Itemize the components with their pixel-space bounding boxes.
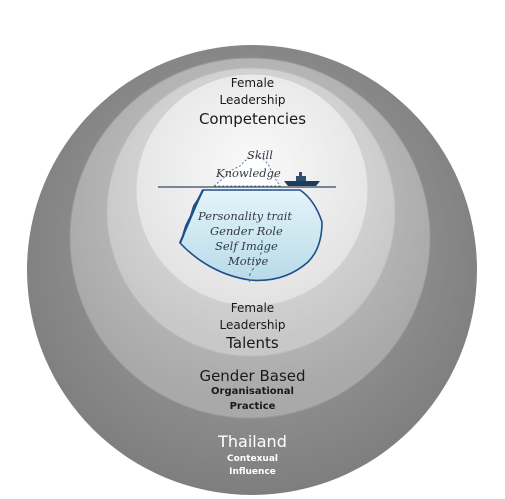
talents-ring-label-line3: Talents [0, 334, 505, 352]
outer-ring-line1: Contexual [0, 454, 505, 464]
iceberg-label-skill: Skill [247, 148, 273, 162]
outer-ring-line2: Influence [0, 467, 505, 477]
gender-based-ring-title: Gender Based [0, 367, 505, 385]
inner-ring-label-line2: Leadership [0, 93, 505, 107]
inner-ring-label-line3: Competencies [0, 110, 505, 128]
talents-ring-label-line2: Leadership [0, 318, 505, 332]
outer-ring-title: Thailand [0, 432, 505, 451]
iceberg-label-gender-role: Gender Role [210, 224, 283, 238]
iceberg-label-motive: Motive [228, 254, 268, 268]
inner-ring-label-line1: Female [0, 76, 505, 90]
gender-based-ring-line1: Organisational [0, 386, 505, 397]
talents-ring-label-line1: Female [0, 301, 505, 315]
gender-based-ring-line2: Practice [0, 401, 505, 412]
iceberg-label-personality-trait: Personality trait [198, 209, 292, 223]
iceberg-label-self-image: Self Image [215, 239, 278, 253]
iceberg-label-knowledge: Knowledge [216, 166, 281, 180]
